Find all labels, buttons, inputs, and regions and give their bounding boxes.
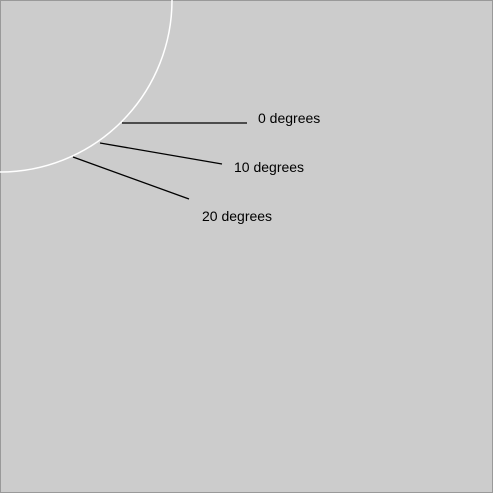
label-10-degrees: 10 degrees [234,159,304,175]
label-20-degrees: 20 degrees [202,208,272,224]
ray-10-degrees [99,142,223,165]
ray-20-degrees [72,156,190,200]
quarter-circle-arc [0,0,173,173]
label-0-degrees: 0 degrees [258,110,320,126]
